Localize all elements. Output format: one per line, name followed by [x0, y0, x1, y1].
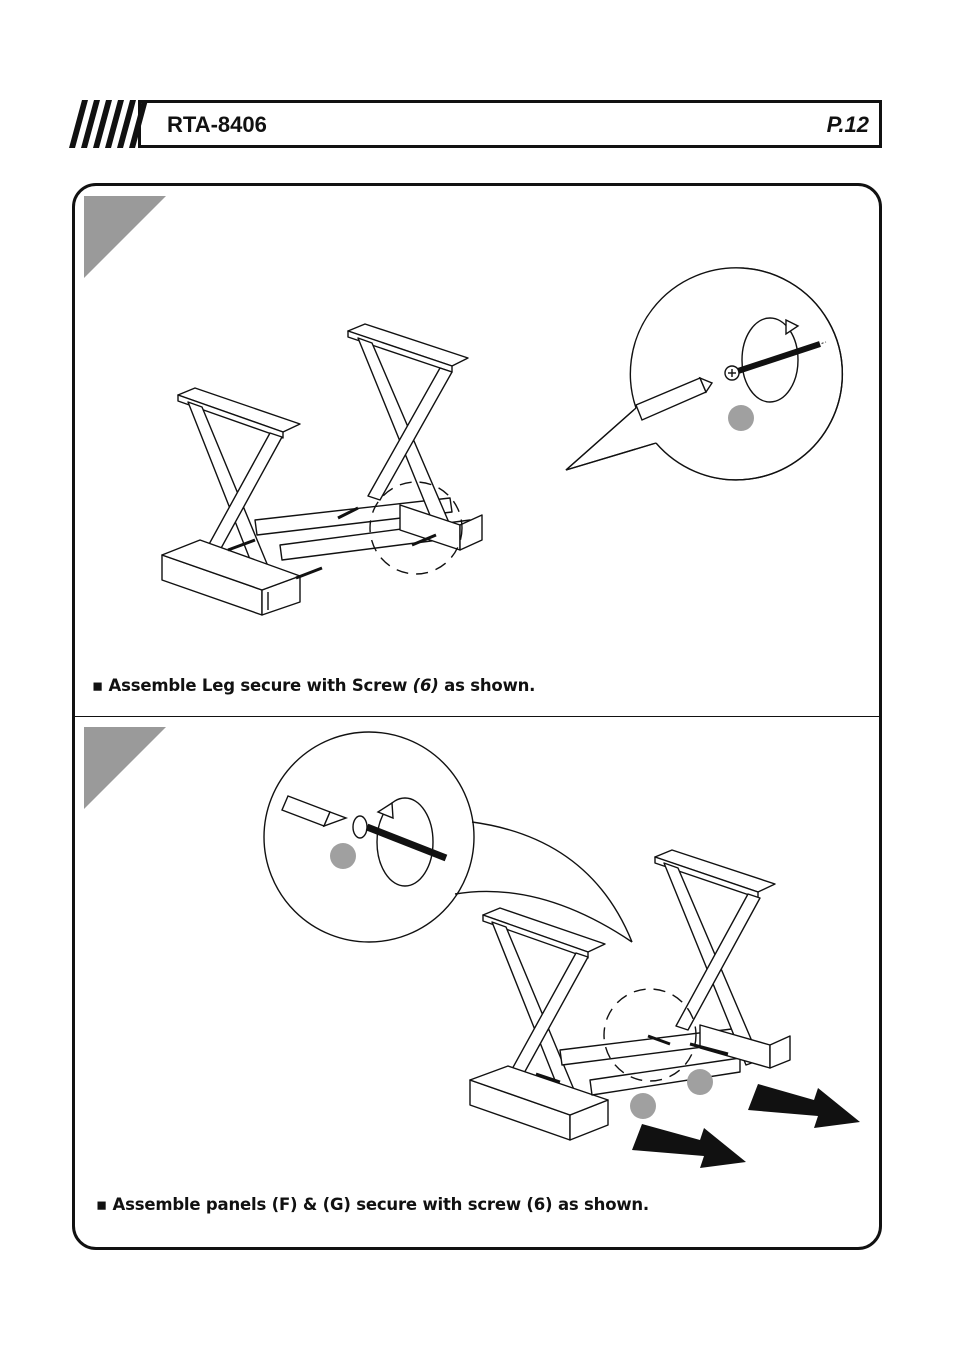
step-divider — [72, 716, 882, 717]
arrow-left-icon — [632, 1124, 746, 1168]
step-2-detail-callout — [263, 731, 633, 943]
callout-marker-dot — [330, 843, 356, 869]
arrow-left-icon — [748, 1084, 860, 1128]
part-marker-dot — [630, 1093, 656, 1119]
step-1-bench-drawing — [161, 323, 483, 616]
step-1-instruction: ▪ Assemble Leg secure with Screw (6) as … — [92, 676, 536, 695]
page-header: RTA-8406 P.12 — [138, 100, 882, 148]
page-number: P.12 — [826, 112, 869, 137]
model-number: RTA-8406 — [167, 112, 267, 137]
step-2-badge — [84, 727, 166, 809]
step-1-detail-callout — [565, 267, 844, 481]
step-2-instruction: ▪ Assemble panels (F) & (G) secure with … — [96, 1195, 650, 1214]
part-marker-dot — [687, 1069, 713, 1095]
callout-marker-dot — [728, 405, 754, 431]
step-2-bench-drawing — [469, 849, 791, 1141]
step-1-badge — [84, 196, 166, 278]
